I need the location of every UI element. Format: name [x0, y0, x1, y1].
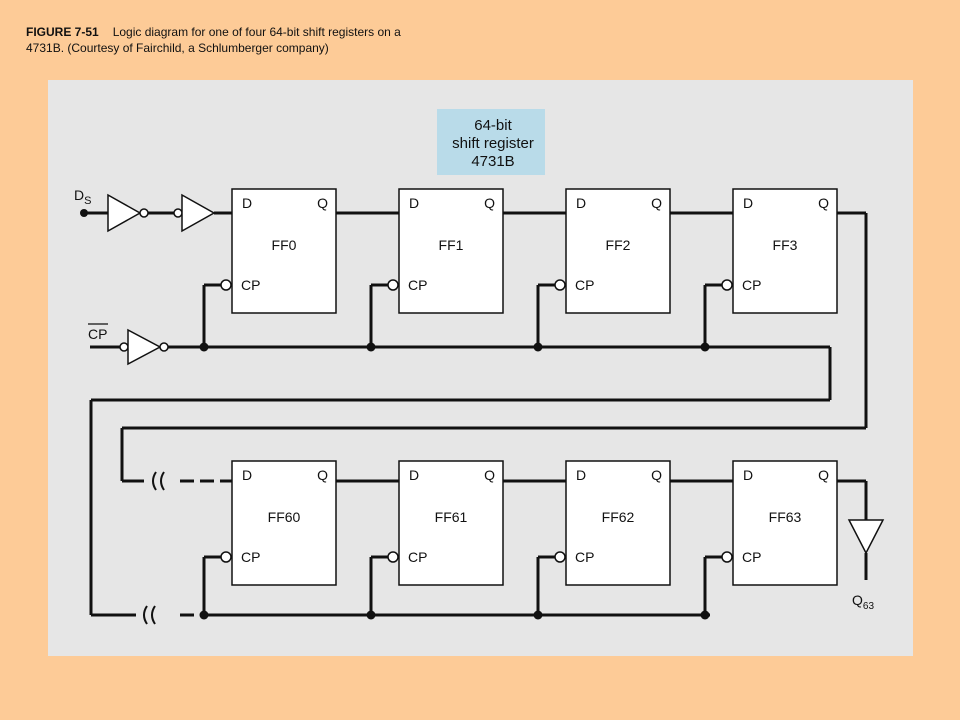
junction-dot	[533, 342, 543, 352]
flipflop-box	[398, 460, 504, 586]
pin-q-label: Q	[818, 467, 829, 483]
output-buffer	[847, 519, 885, 555]
title-line-1: 64-bit	[474, 117, 512, 134]
q63-label: Q63	[852, 592, 874, 612]
pin-d-label: D	[409, 467, 419, 483]
cp-bar-label: CP	[88, 326, 107, 342]
caption-line-2: 4731B. (Courtesy of Fairchild, a Schlumb…	[26, 41, 329, 55]
flipflop-box	[398, 188, 504, 314]
clock-bubble	[721, 279, 733, 291]
flipflop-box	[565, 460, 671, 586]
pin-q-label: Q	[484, 195, 495, 211]
pin-d-label: D	[576, 467, 586, 483]
junction-dot	[700, 342, 710, 352]
break-symbol-data	[152, 471, 165, 491]
flipflop-name: FF61	[435, 509, 468, 525]
pin-d-label: D	[242, 467, 252, 483]
caption-line-1: Logic diagram for one of four 64-bit shi…	[112, 25, 401, 39]
flipflop-name: FF63	[769, 509, 802, 525]
break-symbol-clock	[143, 605, 156, 625]
pin-d-label: D	[242, 195, 252, 211]
pin-cp-label: CP	[241, 549, 260, 565]
junction-dot	[366, 610, 376, 620]
flipflop-box	[231, 188, 337, 314]
pin-q-label: Q	[818, 195, 829, 211]
pin-q-label: Q	[317, 467, 328, 483]
flipflop-box	[231, 460, 337, 586]
flipflop-box	[732, 188, 838, 314]
pin-d-label: D	[743, 195, 753, 211]
pin-cp-label: CP	[408, 549, 427, 565]
pin-cp-label: CP	[408, 277, 427, 293]
junction-dot	[199, 342, 209, 352]
title-line-2: shift register	[452, 135, 534, 152]
clock-bubble	[220, 551, 232, 563]
junction-dot	[700, 610, 710, 620]
pin-q-label: Q	[651, 467, 662, 483]
flipflop-name: FF1	[439, 237, 464, 253]
pin-cp-label: CP	[575, 549, 594, 565]
ds-label: DS	[74, 187, 91, 207]
clock-bubble	[554, 279, 566, 291]
pin-q-label: Q	[317, 195, 328, 211]
pin-d-label: D	[576, 195, 586, 211]
clock-bubble	[387, 551, 399, 563]
input-inverter	[107, 193, 149, 233]
clock-bubble	[721, 551, 733, 563]
flipflop-name: FF2	[606, 237, 631, 253]
pin-cp-label: CP	[742, 549, 761, 565]
clock-inverter	[119, 328, 169, 366]
junction-dot	[533, 610, 543, 620]
junction-dot	[199, 610, 209, 620]
figure-caption: FIGURE 7-51 Logic diagram for one of four…	[26, 24, 486, 56]
pin-cp-label: CP	[742, 277, 761, 293]
flipflop-name: FF3	[773, 237, 798, 253]
junction-dot	[366, 342, 376, 352]
clock-bubble	[220, 279, 232, 291]
title-line-3: 4731B	[471, 153, 514, 170]
title-box: 64-bit shift register 4731B	[437, 109, 545, 175]
clock-bubble	[554, 551, 566, 563]
clock-bubble	[387, 279, 399, 291]
flipflop-name: FF0	[272, 237, 297, 253]
flipflop-box	[565, 188, 671, 314]
pin-q-label: Q	[651, 195, 662, 211]
pin-d-label: D	[409, 195, 419, 211]
flipflop-box	[732, 460, 838, 586]
pin-cp-label: CP	[575, 277, 594, 293]
pin-cp-label: CP	[241, 277, 260, 293]
figure-number: FIGURE 7-51	[26, 25, 99, 39]
flipflop-name: FF62	[602, 509, 635, 525]
pin-q-label: Q	[484, 467, 495, 483]
input-inverter-2	[173, 193, 216, 233]
flipflop-name: FF60	[268, 509, 301, 525]
pin-d-label: D	[743, 467, 753, 483]
